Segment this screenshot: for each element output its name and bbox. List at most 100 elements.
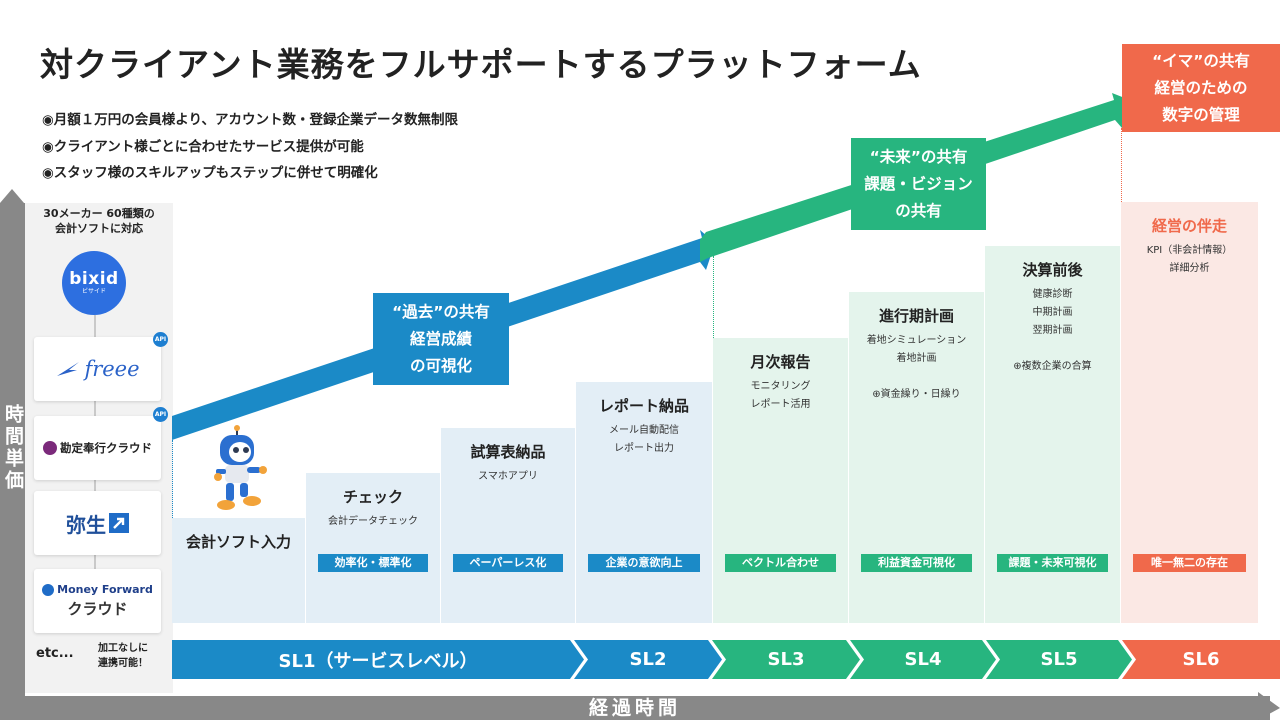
bullet-item: ◉月額１万円の会員様より、アカウント数・登録企業データ数無制限 (42, 112, 458, 128)
level-badge: 唯一無二の存在 (1133, 554, 1246, 572)
horizontal-axis-label: 経過時間 (588, 697, 681, 719)
level-description-line: 着地シミュレーション (866, 335, 967, 346)
callout-line: 経営のための (1154, 78, 1248, 97)
level-title: 決算前後 (1022, 261, 1083, 279)
guide-line (1121, 128, 1122, 202)
robot-mascot (214, 425, 267, 510)
level-description-line: モニタリング (750, 381, 811, 392)
level-description-line: レポート出力 (614, 443, 674, 454)
guide-line (172, 440, 173, 518)
service-level-3: SL3 (712, 640, 860, 679)
level-title: 進行期計画 (878, 307, 954, 325)
level-description: スマホアプリ (441, 468, 575, 486)
level-badge: ベクトル合わせ (725, 554, 836, 572)
level-column: 進行期計画着地シミュレーション着地計画 ⊕資金繰り・日繰り利益資金可視化 (849, 292, 984, 623)
level-badge: 企業の意欲向上 (588, 554, 700, 572)
level-title: 経営の伴走 (1151, 217, 1227, 235)
yayoi-arrow-icon (109, 513, 129, 533)
level-description-line: ⊕資金繰り・日繰り (872, 389, 961, 400)
level-title: 月次報告 (750, 353, 811, 371)
api-badge: API (153, 332, 168, 347)
kanjo-bugyo-mark-icon (43, 441, 57, 455)
service-level-2: SL2 (574, 640, 722, 679)
level-title: チェック (342, 488, 403, 506)
money-forward-logo-card: Money Forward クラウド (34, 569, 161, 633)
level-column: 会計ソフト入力 (172, 518, 305, 623)
callout-line: “イマ”の共有 (1152, 51, 1250, 70)
callout-line: “過去”の共有 (392, 302, 490, 321)
level-badge: ペーパーレス化 (453, 554, 563, 572)
kanjo-bugyo-logo-card: 勘定奉行クラウド (34, 416, 161, 480)
yayoi-logo-text: 弥生 (66, 512, 106, 537)
service-level-5: SL5 (986, 640, 1132, 679)
callout-line: 数字の管理 (1162, 105, 1240, 124)
level-description: メール自動配信レポート出力 (576, 422, 712, 458)
kanjo-bugyo-logo-text: 勘定奉行クラウド (60, 441, 152, 455)
level-title: レポート納品 (598, 397, 689, 415)
no-processing-line-1: 加工なしに (98, 643, 148, 654)
level-description: モニタリングレポート活用 (713, 378, 848, 414)
service-level-1: SL1（サービスレベル） (172, 640, 584, 679)
money-forward-logo-text: Money Forward (57, 583, 153, 596)
supports-line-1: 30メーカー 60種類の (43, 207, 155, 220)
callout-line: 課題・ビジョン (864, 174, 973, 193)
level-badge: 利益資金可視化 (861, 554, 972, 572)
bixid-name: bixid (69, 269, 119, 289)
supports-caption: 30メーカー 60種類の 会計ソフトに対応 (25, 206, 173, 236)
etc-label: etc... (36, 646, 74, 661)
callout-line: “未来”の共有 (869, 147, 968, 166)
supports-line-2: 会計ソフトに対応 (55, 222, 143, 235)
level-title: 会計ソフト入力 (185, 533, 291, 551)
service-level-label: SL4 (904, 649, 942, 670)
vertical-axis-arrowhead (0, 189, 24, 203)
api-badge: API (153, 407, 168, 422)
level-description-line: 翌期計画 (1032, 325, 1073, 336)
level-description-line: 着地計画 (896, 353, 937, 364)
callout-line: 経営成績 (409, 329, 472, 348)
level-title: 試算表納品 (470, 443, 546, 461)
level-column: チェック会計データチェック効率化・標準化 (306, 473, 440, 623)
future-callout: “未来”の共有 課題・ビジョン の共有 (851, 138, 986, 230)
service-level-label: SL2 (629, 649, 667, 670)
level-badge: 効率化・標準化 (318, 554, 428, 572)
service-level-label: SL5 (1040, 649, 1078, 670)
freee-logo-card: freee (34, 337, 161, 401)
level-description: 健康診断中期計画翌期計画⊕複数企業の合算 (985, 286, 1120, 376)
level-badge: 課題・未来可視化 (997, 554, 1108, 572)
level-description-line: 中期計画 (1032, 307, 1073, 318)
no-processing-note: 加工なしに 連携可能！ (98, 641, 148, 671)
guide-line (713, 256, 714, 338)
level-description-line: KPI（非会計情報） (1146, 245, 1233, 256)
bixid-kana: ビサイド (81, 288, 106, 295)
past-callout: “過去”の共有 経営成績 の可視化 (373, 293, 509, 385)
freee-bird-icon (57, 362, 80, 376)
money-forward-mark-icon (42, 583, 55, 596)
money-forward-cloud-text: クラウド (67, 600, 128, 618)
level-description-line: 健康診断 (1032, 289, 1073, 300)
bullet-item: ◉クライアント様ごとに合わせたサービス提供が可能 (42, 138, 364, 155)
level-description: 着地シミュレーション着地計画 ⊕資金繰り・日繰り (849, 332, 984, 404)
service-level-label: SL1（サービスレベル） (278, 650, 478, 672)
vertical-axis-text: 時間単価 (2, 404, 24, 492)
service-level-6: SL6 (1122, 640, 1280, 679)
service-level-4: SL4 (850, 640, 996, 679)
now-callout: “イマ”の共有 経営のための 数字の管理 (1122, 44, 1280, 132)
level-column: 決算前後健康診断中期計画翌期計画⊕複数企業の合算課題・未来可視化 (985, 246, 1120, 623)
freee-logo-text: freee (84, 357, 140, 381)
bullet-item: ◉スタッフ様のスキルアップもステップに併せて明確化 (42, 165, 378, 181)
vertical-axis-label: 時間単価 (0, 404, 25, 499)
level-description: 会計データチェック (306, 513, 440, 531)
service-level-label: SL6 (1182, 649, 1220, 670)
yayoi-logo-card: 弥生 (34, 491, 161, 555)
horizontal-axis (0, 696, 1270, 720)
no-processing-line-2: 連携可能！ (98, 658, 148, 669)
level-description-line: メール自動配信 (609, 425, 679, 436)
level-column: レポート納品メール自動配信レポート出力企業の意欲向上 (576, 382, 712, 623)
horizontal-axis-arrowhead (1258, 692, 1280, 720)
callout-line: の共有 (895, 201, 942, 220)
page-title: 対クライアント業務をフルサポートするプラットフォーム (40, 45, 922, 84)
bixid-logo: bixid ビサイド (62, 251, 126, 315)
level-description-line: レポート活用 (750, 399, 811, 410)
